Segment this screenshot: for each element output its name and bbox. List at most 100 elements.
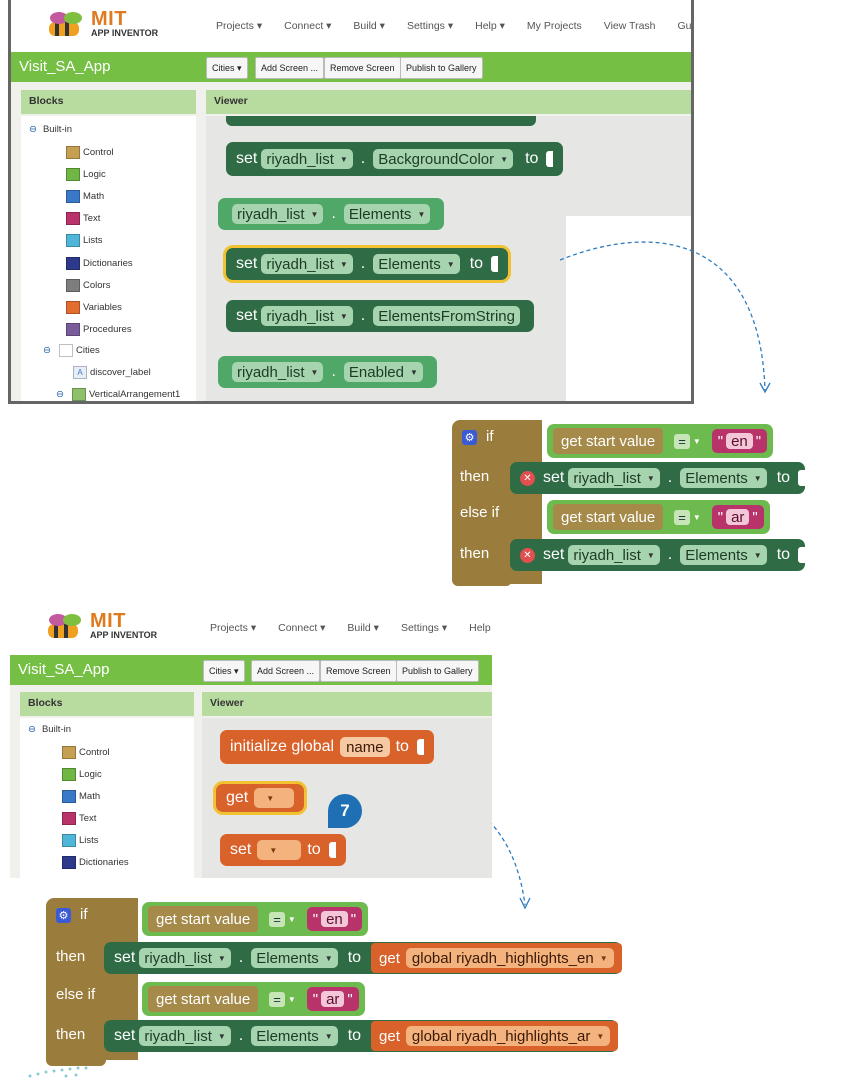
equals-dropdown[interactable]: =▼ xyxy=(669,431,706,451)
property-dropdown[interactable]: BackgroundColor▼ xyxy=(373,149,514,169)
menu-connect[interactable]: Connect ▾ xyxy=(278,621,326,634)
tree-item-control[interactable]: Control xyxy=(66,146,114,159)
text-ar-block[interactable]: "ar" xyxy=(711,505,764,529)
global-variable-dropdown[interactable]: global riyadh_highlights_en▼ xyxy=(405,948,614,968)
remove-screen-button[interactable]: Remove Screen xyxy=(320,660,397,682)
component-dropdown[interactable]: riyadh_list▼ xyxy=(232,362,324,382)
screen-select[interactable]: Cities ▾ xyxy=(203,660,245,682)
compare-block-en[interactable]: get start value =▼ "en" xyxy=(142,902,369,936)
component-dropdown[interactable]: riyadh_list▼ xyxy=(232,204,324,224)
tree-item-math[interactable]: Math xyxy=(62,790,100,803)
equals-dropdown[interactable]: =▼ xyxy=(264,909,301,929)
set-elements-block-then1[interactable]: set riyadh_list▼ . Elements▼ to get glob… xyxy=(104,942,622,974)
publish-gallery-button[interactable]: Publish to Gallery xyxy=(396,660,479,682)
text-value[interactable]: en xyxy=(726,433,753,450)
set-elements-block-then1[interactable]: ✕ set riyadh_list▼ . Elements▼ to xyxy=(510,462,806,494)
property-dropdown[interactable]: Elements▼ xyxy=(343,204,431,224)
text-en-block[interactable]: "en" xyxy=(306,907,363,931)
menu-build[interactable]: Build ▾ xyxy=(353,20,385,32)
menu-connect[interactable]: Connect ▾ xyxy=(284,20,332,32)
menu-my-projects[interactable]: My Projects xyxy=(526,20,582,32)
set-elements-block-then2[interactable]: set riyadh_list▼ . Elements▼ to get glob… xyxy=(104,1020,619,1052)
property-dropdown[interactable]: Elements▼ xyxy=(680,468,767,488)
set-elementsfromstring-block[interactable]: set riyadh_list▼ . ElementsFromString xyxy=(226,300,534,332)
tree-cities[interactable]: ⊖Cities xyxy=(43,344,100,357)
menu-guide[interactable]: Guide xyxy=(677,20,694,32)
gear-icon[interactable]: ⚙ xyxy=(56,908,71,923)
component-dropdown[interactable]: riyadh_list▼ xyxy=(261,306,353,326)
tree-item-control[interactable]: Control xyxy=(62,746,110,759)
text-en-block[interactable]: "en" xyxy=(711,429,768,453)
menu-view-trash[interactable]: View Trash xyxy=(603,20,656,32)
component-dropdown[interactable]: riyadh_list▼ xyxy=(568,468,660,488)
menu-settings[interactable]: Settings ▾ xyxy=(406,20,454,32)
global-variable-dropdown[interactable]: global riyadh_highlights_ar▼ xyxy=(405,1026,611,1046)
menu-projects[interactable]: Projects ▾ xyxy=(210,621,257,634)
set-variable-block[interactable]: set ▼ to xyxy=(220,834,346,866)
get-start-value-block[interactable]: get start value xyxy=(148,986,259,1012)
tree-item-lists[interactable]: Lists xyxy=(66,234,103,247)
tree-item-logic[interactable]: Logic xyxy=(62,768,102,781)
text-ar-block[interactable]: "ar" xyxy=(306,987,359,1011)
set-backgroundcolor-block[interactable]: set riyadh_list▼ . BackgroundColor▼ to xyxy=(226,142,564,176)
property-dropdown[interactable]: Enabled▼ xyxy=(343,362,423,382)
tree-vertical-arrangement[interactable]: ⊖VerticalArrangement1 xyxy=(56,388,180,401)
add-screen-button[interactable]: Add Screen ... xyxy=(251,660,321,682)
compare-block-ar[interactable]: get start value =▼ "ar" xyxy=(547,500,770,534)
text-value[interactable]: en xyxy=(321,911,348,928)
equals-dropdown[interactable]: =▼ xyxy=(669,507,706,527)
variable-dropdown[interactable]: ▼ xyxy=(257,840,302,860)
app-inventor-logo[interactable]: MIT APP INVENTOR xyxy=(32,610,192,646)
get-start-value-block[interactable]: get start value xyxy=(148,906,259,932)
get-global-ar-block[interactable]: get global riyadh_highlights_ar▼ xyxy=(371,1021,619,1051)
variable-dropdown[interactable]: ▼ xyxy=(254,788,295,808)
compare-block-en[interactable]: get start value =▼ "en" xyxy=(547,424,774,458)
tree-builtin[interactable]: ⊖Built-in xyxy=(29,124,72,135)
component-dropdown[interactable]: riyadh_list▼ xyxy=(139,1026,231,1046)
menu-build[interactable]: Build ▾ xyxy=(347,621,379,634)
tree-item-text[interactable]: Text xyxy=(62,812,96,825)
add-screen-button[interactable]: Add Screen ... xyxy=(255,57,325,79)
tree-item-lists[interactable]: Lists xyxy=(62,834,99,847)
screen-select[interactable]: Cities ▾ xyxy=(206,57,248,79)
menu-settings[interactable]: Settings ▾ xyxy=(400,621,448,634)
component-dropdown[interactable]: riyadh_list▼ xyxy=(261,254,353,274)
tree-item-dictionaries[interactable]: Dictionaries xyxy=(62,856,129,869)
tree-item-colors[interactable]: Colors xyxy=(66,279,110,292)
property-dropdown[interactable]: Elements▼ xyxy=(251,948,338,968)
get-enabled-block[interactable]: riyadh_list▼ . Enabled▼ xyxy=(218,356,437,388)
menu-projects[interactable]: Projects ▾ xyxy=(216,20,263,32)
initialize-global-block[interactable]: initialize global name to xyxy=(220,730,434,764)
get-start-value-block[interactable]: get start value xyxy=(553,428,664,454)
get-start-value-block[interactable]: get start value xyxy=(553,504,664,530)
gear-icon[interactable]: ⚙ xyxy=(462,430,477,445)
menu-help[interactable]: Help ▾ xyxy=(475,20,505,32)
tree-item-logic[interactable]: Logic xyxy=(66,168,106,181)
property-dropdown[interactable]: Elements▼ xyxy=(680,545,767,565)
tree-item-procedures[interactable]: Procedures xyxy=(66,323,132,336)
text-value[interactable]: ar xyxy=(321,991,345,1008)
tree-item-dictionaries[interactable]: Dictionaries xyxy=(66,257,133,270)
property-dropdown[interactable]: Elements▼ xyxy=(373,254,460,274)
tree-item-variables[interactable]: Variables xyxy=(66,301,122,314)
tree-item-math[interactable]: Math xyxy=(66,190,104,203)
tree-builtin[interactable]: ⊖Built-in xyxy=(28,724,71,735)
menu-help[interactable]: Help ▾ xyxy=(469,621,492,634)
variable-name-field[interactable]: name xyxy=(340,737,390,757)
property-dropdown[interactable]: Elements▼ xyxy=(251,1026,338,1046)
publish-gallery-button[interactable]: Publish to Gallery xyxy=(400,57,483,79)
property-dropdown[interactable]: ElementsFromString xyxy=(373,306,520,326)
equals-dropdown[interactable]: =▼ xyxy=(264,989,301,1009)
get-elements-block[interactable]: riyadh_list▼ . Elements▼ xyxy=(218,198,445,230)
tree-item-text[interactable]: Text xyxy=(66,212,100,225)
text-value[interactable]: ar xyxy=(726,509,750,526)
component-dropdown[interactable]: riyadh_list▼ xyxy=(139,948,231,968)
component-dropdown[interactable]: riyadh_list▼ xyxy=(261,149,353,169)
get-global-en-block[interactable]: get global riyadh_highlights_en▼ xyxy=(371,943,622,973)
get-variable-block-selected[interactable]: get ▼ xyxy=(216,784,305,812)
compare-block-ar[interactable]: get start value =▼ "ar" xyxy=(142,982,365,1016)
app-inventor-logo[interactable]: MIT APP INVENTOR xyxy=(33,8,193,44)
component-dropdown[interactable]: riyadh_list▼ xyxy=(568,545,660,565)
set-elements-block-then2[interactable]: ✕ set riyadh_list▼ . Elements▼ to xyxy=(510,539,806,571)
